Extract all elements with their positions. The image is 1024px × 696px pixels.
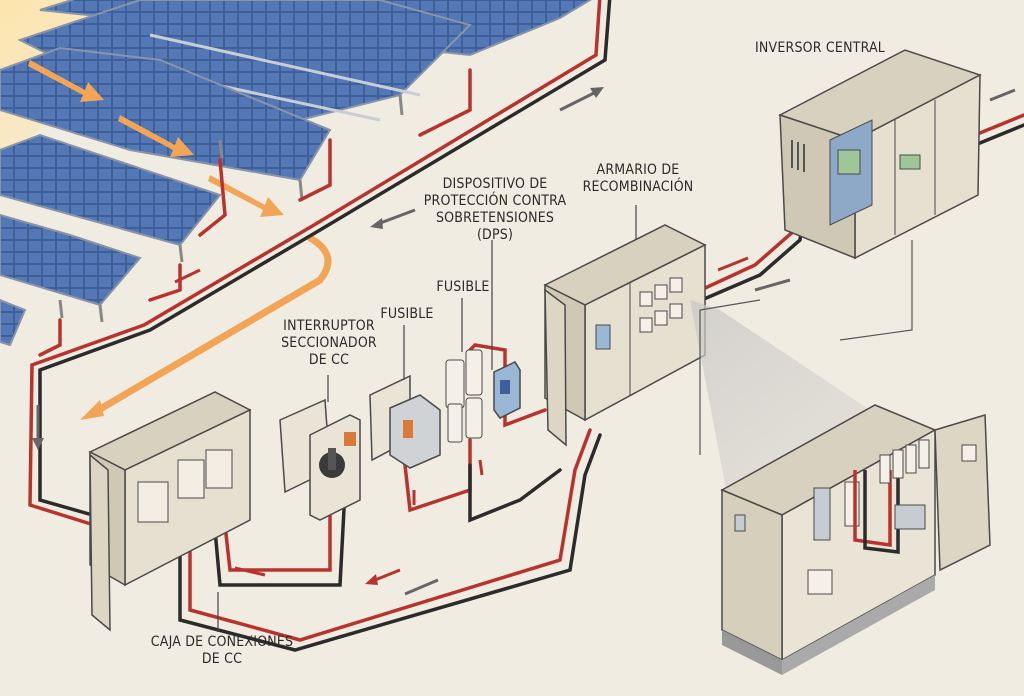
solar-panel-row [0, 133, 222, 247]
central-inverter [778, 49, 982, 260]
recombiner-detail-view [720, 404, 991, 675]
recombiner-cabinet [543, 224, 707, 447]
dc-disconnector [279, 398, 361, 521]
solar-array [0, 0, 592, 347]
junction-box [88, 391, 252, 632]
current-flow-arrows [32, 87, 1016, 596]
power-flow-path [91, 234, 332, 416]
label-recombiner: ARMARIO DE RECOMBINACIÓN [582, 162, 694, 195]
solar-panel-row [0, 213, 142, 347]
surge-protection-device [493, 361, 521, 419]
cables [28, 0, 1024, 652]
label-leaders [217, 205, 637, 632]
label-inverter: INVERSOR CENTRAL [755, 40, 885, 56]
label-fuse-2: FUSIBLE [380, 306, 434, 322]
label-junction-box: CAJA DE CONEXIONES DE CC [150, 634, 294, 667]
solar-panel-row [0, 46, 332, 182]
sunlight-arrows [28, 60, 284, 217]
label-fuse-1: FUSIBLE [436, 279, 490, 295]
fuse-cartridges [445, 349, 483, 443]
label-dps: DISPOSITIVO DE PROTECCIÓN CONTRA SOBRETE… [423, 176, 567, 243]
label-disconnector: INTERRUPTOR SECCIONADOR DE CC [281, 318, 377, 368]
fuse-holder [369, 374, 441, 469]
